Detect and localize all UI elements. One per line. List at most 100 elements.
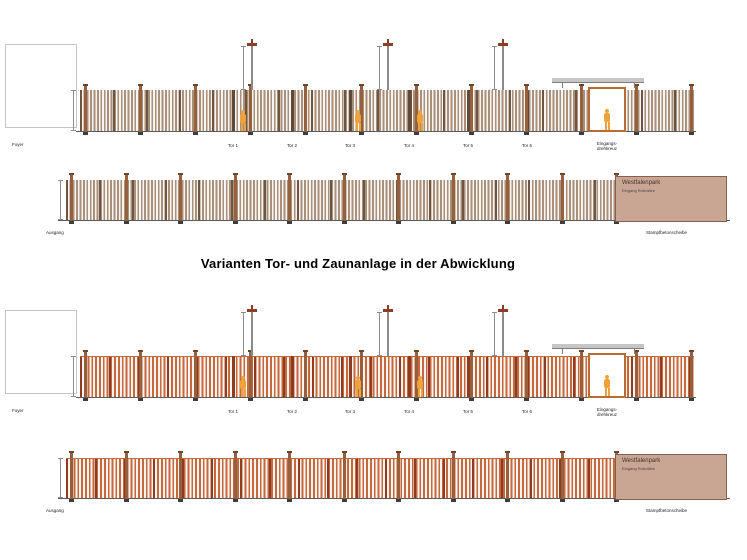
dimension-tick [241, 355, 246, 356]
fence-post [179, 174, 182, 221]
sheet-title: Varianten Tor- und Zaunanlage in der Abw… [200, 256, 516, 271]
post-foot [634, 132, 639, 135]
gate-label-tor-5: Tor 5 [462, 143, 474, 148]
fence-post [70, 452, 73, 499]
fence-post [560, 174, 564, 221]
post-foot [248, 398, 254, 401]
post-cap [287, 451, 292, 453]
person-figure [603, 375, 611, 396]
post-foot [396, 221, 401, 224]
canopy-support [562, 349, 563, 354]
person-leg [358, 389, 361, 397]
post-cap [396, 173, 401, 175]
foyer-outline [5, 44, 77, 128]
post-foot [523, 132, 529, 135]
post-cap [232, 173, 238, 175]
post-cap [614, 173, 619, 175]
post-foot [193, 398, 199, 401]
post-foot [69, 499, 74, 502]
post-foot [559, 221, 565, 224]
turnstile-label-line1: Eingangs- [596, 141, 618, 146]
post-cap [123, 451, 129, 453]
fence-post [84, 351, 87, 398]
fence-slats [66, 180, 615, 220]
mast-cap [247, 43, 257, 46]
post-foot [138, 398, 144, 401]
person-leg [243, 123, 246, 131]
gate-frame-bar [467, 90, 470, 131]
dimension-tick [377, 312, 382, 313]
fence-post [524, 85, 528, 132]
post-foot [634, 398, 639, 401]
gate-label-tor-1: Tor 1 [227, 409, 239, 414]
dimension-tick [377, 46, 382, 47]
post-cap [358, 350, 364, 352]
post-foot [413, 132, 419, 135]
post-cap [232, 451, 238, 453]
dimension-tick [241, 312, 246, 313]
post-foot [505, 499, 510, 502]
post-cap [123, 173, 129, 175]
gate-frame-bar [467, 356, 470, 397]
fence-post [288, 452, 291, 499]
mast-pole [251, 312, 253, 356]
canopy-support [634, 83, 635, 88]
fence-post [635, 351, 638, 398]
fence-post [397, 452, 400, 499]
post-cap [193, 84, 199, 86]
post-cap [138, 350, 144, 352]
gate-label-tor-3: Tor 3 [344, 409, 356, 414]
post-cap [178, 451, 183, 453]
gate-label-tor-6: Tor 6 [521, 409, 533, 414]
ground-line [58, 498, 730, 499]
post-cap [69, 451, 74, 453]
turnstile-label-line2: drehkreuz [596, 412, 618, 418]
mast-finial [250, 39, 253, 43]
post-foot [358, 132, 364, 135]
mast-pole [502, 46, 504, 90]
post-cap [614, 451, 619, 453]
person-body [240, 380, 246, 389]
dimension-tick [71, 396, 76, 397]
post-foot [614, 221, 619, 224]
post-cap [248, 84, 254, 86]
mast-finial [386, 39, 389, 43]
fence-post [579, 351, 583, 398]
gate-label-tor-5: Tor 5 [462, 409, 474, 414]
fence-post [397, 174, 400, 221]
post-cap [559, 451, 565, 453]
fence-post [342, 174, 346, 221]
gate-frame-bar [232, 356, 235, 397]
post-foot [689, 132, 695, 135]
gate-frame-bar [408, 356, 411, 397]
dimension-tick [71, 130, 76, 131]
person-body [417, 114, 423, 123]
park-title: Westfalenpark [622, 180, 661, 186]
mast-cap [498, 43, 508, 46]
fence-post [451, 174, 455, 221]
exit-label: Ausgang [46, 508, 64, 513]
person-body [604, 113, 610, 122]
foyer-label: Foyer [12, 142, 24, 147]
ground-line [76, 397, 696, 398]
gate-frame-bar [349, 356, 352, 397]
fence-post [451, 452, 455, 499]
post-cap [138, 84, 144, 86]
person-leg [243, 389, 246, 397]
person-figure [354, 376, 362, 397]
fence-post [359, 85, 363, 132]
person-leg [355, 123, 358, 131]
post-cap [69, 173, 74, 175]
exit-label: Ausgang [46, 230, 64, 235]
dimension-tick [492, 312, 497, 313]
fence-post [635, 85, 638, 132]
post-foot [232, 221, 238, 224]
ground-line [58, 220, 730, 221]
fence-post [288, 174, 291, 221]
post-foot [303, 398, 309, 401]
dimension-line [379, 46, 380, 90]
canopy-support [634, 349, 635, 354]
person-body [604, 379, 610, 388]
